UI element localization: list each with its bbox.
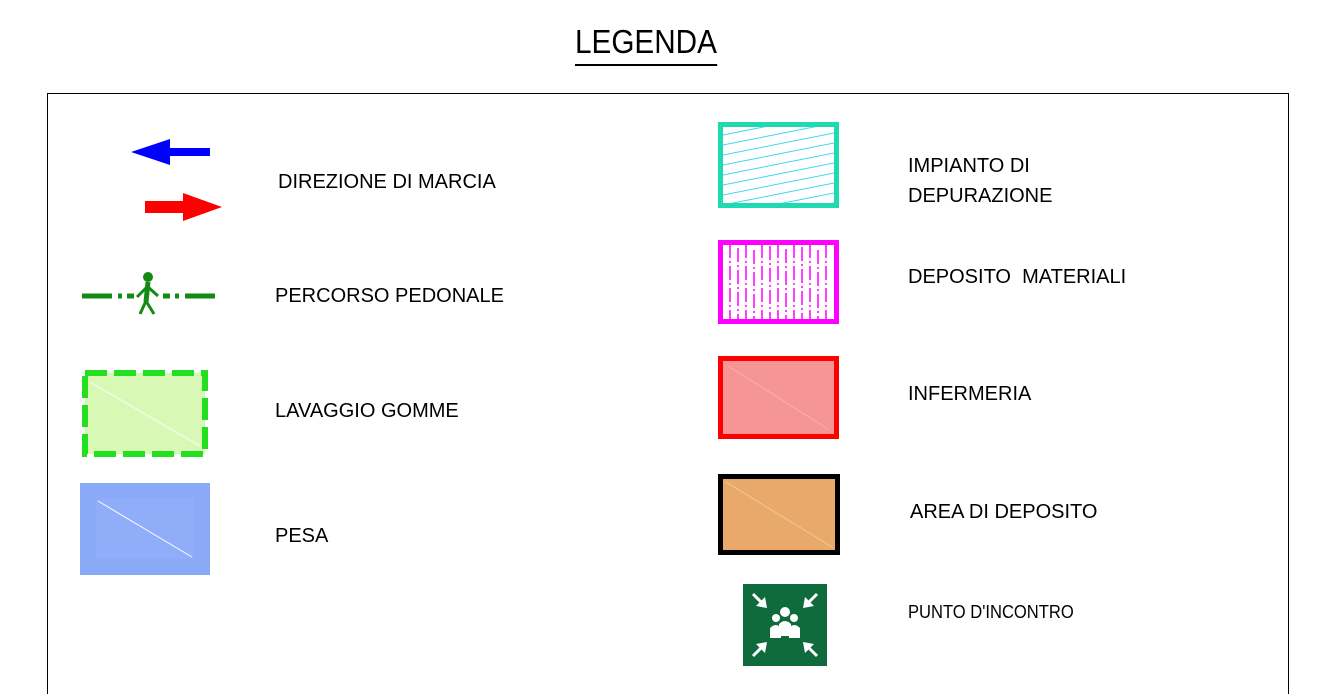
pesa-symbol [80,483,210,575]
deposito-materiali-symbol [718,240,839,324]
infermeria-symbol [718,356,839,439]
label-infermeria: INFERMERIA [908,383,1032,405]
pedestrian-icon [135,272,160,315]
label-punto-d-incontro: PUNTO D'INCONTRO [908,602,1074,622]
direction-arrows-symbol [131,139,222,221]
arrow-left-icon [131,139,210,165]
label-depurazione: DEPURAZIONE [908,185,1053,207]
label-direzione-di-marcia: DIREZIONE DI MARCIA [278,171,496,193]
impianto-depurazione-symbol [718,122,839,208]
area-deposito-symbol [718,474,840,555]
label-impianto-di: IMPIANTO DI [908,155,1030,177]
assembly-point-icon [743,584,827,666]
legend-frame [47,93,1289,694]
label-percorso-pedonale: PERCORSO PEDONALE [275,285,504,307]
arrow-right-icon [145,193,222,221]
legend-title: LEGENDA [575,22,717,66]
label-lavaggio-gomme: LAVAGGIO GOMME [275,400,459,422]
label-deposito-materiali: DEPOSITO MATERIALI [908,266,1127,288]
lavaggio-gomme-symbol [82,370,208,457]
label-area-di-deposito: AREA DI DEPOSITO [910,501,1098,523]
label-pesa: PESA [275,525,329,547]
pedestrian-path-symbol [82,272,215,315]
